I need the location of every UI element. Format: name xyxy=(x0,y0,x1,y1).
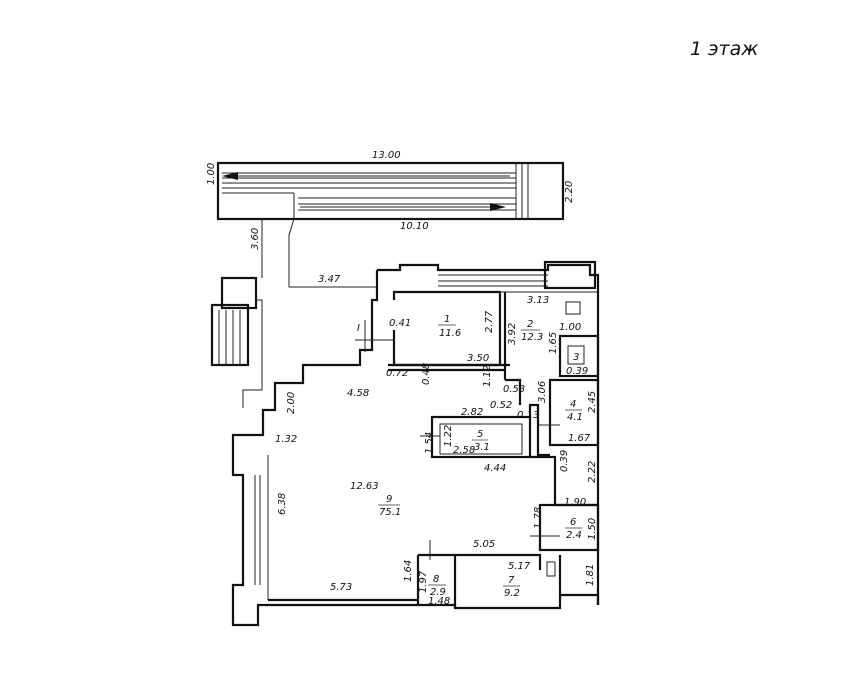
room-1-number: 1 xyxy=(444,314,450,325)
dim-4-44: 4.44 xyxy=(484,463,506,474)
dim-4-58: 4.58 xyxy=(347,388,369,399)
dim-2-82: 2.82 xyxy=(461,407,483,418)
dim-1-64: 1.64 xyxy=(403,560,414,582)
room-2-area: 12.3 xyxy=(521,332,543,343)
dim-3-47: 3.47 xyxy=(318,274,341,285)
room-4-number: 4 xyxy=(570,399,576,410)
room-8-area: 2.9 xyxy=(430,587,446,598)
room-7-number: 7 xyxy=(508,575,515,586)
dim-12-63: 12.63 xyxy=(350,481,379,492)
dim-2-77: 2.77 xyxy=(484,310,495,333)
dim-0-53: 0.53 xyxy=(503,384,525,395)
room-6-area: 2.4 xyxy=(566,530,582,541)
dim-0-39-b: 0.39 xyxy=(559,450,570,472)
dim-2-00: 2.00 xyxy=(286,392,297,414)
exterior-walls xyxy=(210,260,600,627)
room-labels: 1 11.6 2 12.3 3 4 4.1 5 3.1 6 2.4 7 9.2 … xyxy=(357,314,583,599)
dim-3-50: 3.50 xyxy=(467,353,489,364)
room-4-area: 4.1 xyxy=(567,412,583,423)
dim-1-48: 1.48 xyxy=(428,596,450,607)
room-6-number: 6 xyxy=(570,517,576,528)
room-9-number: 9 xyxy=(386,494,392,505)
dim-1-67: 1.67 xyxy=(568,433,591,444)
dim-0-41: 0.41 xyxy=(389,318,411,329)
dim-1-12: 1.12 xyxy=(482,365,493,387)
dim-1-22: 1.22 xyxy=(443,425,454,447)
dim-1-81: 1.81 xyxy=(585,564,596,586)
dim-1-32: 1.32 xyxy=(275,434,297,445)
dimension-labels: 13.00 1.00 2.20 10.10 3.60 3.47 3.13 0.4… xyxy=(206,150,598,607)
dim-1-50: 1.50 xyxy=(587,518,598,540)
interior-walls xyxy=(355,290,600,608)
dim-1-97: 1.97 xyxy=(418,570,429,593)
porch-outline xyxy=(261,218,377,288)
dim-1-78: 1.78 xyxy=(533,507,544,529)
dim-1-00-wc: 1.00 xyxy=(559,322,581,333)
dim-1-90: 1.90 xyxy=(564,497,586,508)
dim-1-65: 1.65 xyxy=(548,332,559,354)
dim-0-48: 0.48 xyxy=(421,363,432,385)
dim-2-20: 2.20 xyxy=(564,181,575,203)
room-7-area: 9.2 xyxy=(504,588,520,599)
dim-2-22: 2.22 xyxy=(587,461,598,483)
dim-5-05: 5.05 xyxy=(473,539,495,550)
dim-0-72: 0.72 xyxy=(386,368,408,379)
dim-3-06: 3.06 xyxy=(537,381,548,403)
dim-1-00-top: 1.00 xyxy=(206,163,217,185)
dim-5-17: 5.17 xyxy=(508,561,531,572)
stair-structure xyxy=(216,161,565,221)
dim-10-10: 10.10 xyxy=(400,221,429,232)
room-8-number: 8 xyxy=(433,574,439,585)
dim-0-13: 0.13 xyxy=(517,410,539,421)
room-5-area: 3.1 xyxy=(474,442,490,453)
dim-13-00: 13.00 xyxy=(372,150,401,161)
dim-0-39-wc: 0.39 xyxy=(566,366,588,377)
room-2-number: 2 xyxy=(527,319,533,330)
dim-0-52: 0.52 xyxy=(490,400,512,411)
dim-3-60: 3.60 xyxy=(250,228,261,250)
dim-3-92: 3.92 xyxy=(507,323,518,345)
dim-3-13: 3.13 xyxy=(527,295,549,306)
dim-2-58: 2.58 xyxy=(453,445,475,456)
dim-6-38: 6.38 xyxy=(277,493,288,515)
room-1-area: 11.6 xyxy=(439,328,461,339)
dim-1-54: 1.54 xyxy=(424,432,435,454)
room-3-number: 3 xyxy=(573,352,579,363)
section-mark: I xyxy=(357,323,360,334)
dim-2-45: 2.45 xyxy=(587,391,598,413)
room-9-area: 75.1 xyxy=(379,507,401,518)
room-5-number: 5 xyxy=(477,429,483,440)
dim-5-73: 5.73 xyxy=(330,582,352,593)
floor-title: 1 этаж xyxy=(690,38,758,60)
